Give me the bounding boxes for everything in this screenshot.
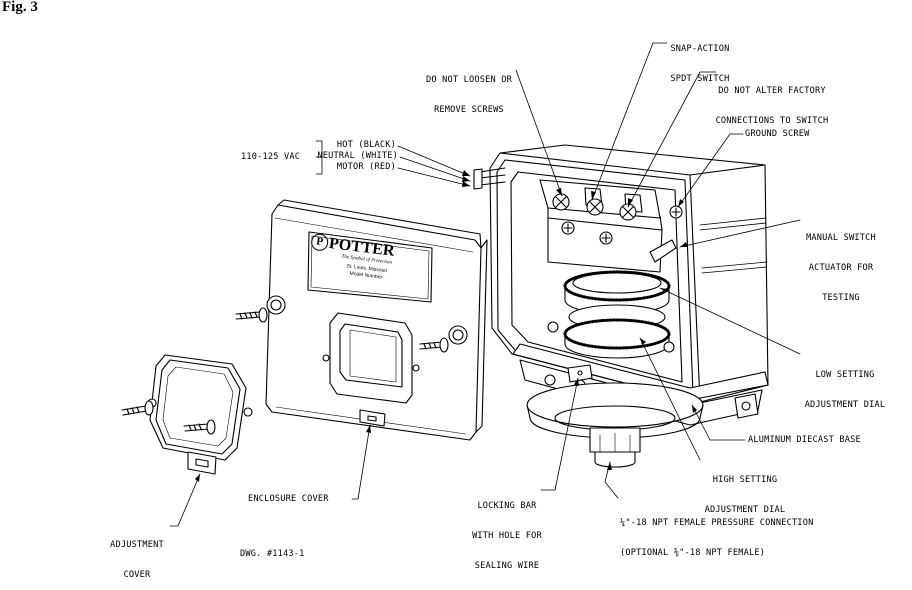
callout-pressure-connection: ¼"-18 NPT FEMALE PRESSURE CONNECTION (OP…: [620, 498, 813, 568]
callout-line: LOCKING BAR: [477, 501, 537, 511]
enclosure-cover: [235, 199, 488, 441]
adjustment-window: [329, 312, 413, 404]
leader-arrowheads: [195, 170, 697, 482]
cover-screw-boss-right: [448, 325, 468, 345]
voltage-label: 110-125 VAC: [241, 152, 301, 162]
callout-line: SEALING WIRE: [474, 561, 540, 571]
switch-housing: [473, 144, 769, 468]
callout-line: ACTUATOR FOR: [808, 263, 874, 273]
callout-high-setting: HIGH SETTING ADJUSTMENT DIAL: [700, 455, 790, 525]
callout-line: ADJUSTMENT DIAL: [704, 505, 786, 515]
callout-line: DO NOT ALTER FACTORY: [718, 86, 826, 96]
callout-manual-switch: MANUAL SWITCH ACTUATOR FOR TESTING: [800, 213, 882, 313]
cover-locking-tab: [359, 409, 386, 427]
callout-line: ¼"-18 NPT FEMALE PRESSURE CONNECTION: [620, 518, 814, 528]
callout-do-not-loosen: DO NOT LOOSEN OR REMOVE SCREWS: [414, 55, 524, 125]
adjustment-cover-screw-left: [121, 400, 154, 416]
callout-ground-screw: GROUND SCREW: [745, 129, 810, 139]
callout-snap-action-switch: SNAP-ACTION SPDT SWITCH: [660, 24, 740, 94]
callout-line: DO NOT LOOSEN OR: [426, 75, 512, 85]
callout-line: COVER: [123, 570, 151, 580]
callout-enclosure-cover: ENCLOSURE COVER: [248, 494, 329, 504]
callout-line: WITH HOLE FOR: [472, 531, 542, 541]
ground-screw: [669, 205, 683, 219]
callout-line: ADJUSTMENT DIAL: [804, 400, 886, 410]
callout-line: HIGH SETTING: [712, 475, 778, 485]
wire-neutral-label: NEUTRAL (WHITE): [317, 151, 398, 161]
terminal-screws: [552, 193, 637, 245]
wire-hot-label: HOT (BLACK): [336, 140, 396, 150]
callout-line: (OPTIONAL ⅜"-18 NPT FEMALE): [620, 548, 766, 558]
pressure-connection-fitting: [589, 427, 641, 468]
callout-low-setting: LOW SETTING ADJUSTMENT DIAL: [800, 350, 890, 420]
callout-line: REMOVE SCREWS: [434, 105, 504, 115]
callout-adjustment-cover: ADJUSTMENT COVER: [104, 520, 170, 590]
callout-line: ADJUSTMENT: [110, 540, 164, 550]
exploded-view-drawing: [121, 42, 801, 527]
pressure-switch-diagram: Fig. 3 110-125 VAC HOT (BLACK) NEUTRAL (…: [2, 0, 890, 580]
nameplate: [307, 231, 433, 303]
cover-screw-left: [235, 307, 268, 323]
cover-screw-right: [419, 337, 449, 353]
callout-line: MANUAL SWITCH: [806, 233, 876, 243]
switch-bracket: [547, 217, 663, 273]
cover-screw-boss-left: [266, 295, 286, 315]
callout-line: LOW SETTING: [815, 370, 875, 380]
adjustment-cover-screw-center: [183, 419, 216, 435]
callout-line: SNAP-ACTION: [670, 44, 730, 54]
callout-do-not-alter: DO NOT ALTER FACTORY CONNECTIONS TO SWIT…: [712, 66, 832, 136]
drawing-number: DWG. #1143-1: [240, 549, 305, 559]
manual-actuator: [649, 239, 677, 263]
callout-line: CONNECTIONS TO SWITCH: [715, 116, 829, 126]
wire-motor-label: MOTOR (RED): [336, 162, 396, 172]
locking-bar: [567, 364, 593, 383]
callout-aluminum-base: ALUMINUM DIECAST BASE: [748, 435, 861, 445]
adjustment-cover: [121, 354, 253, 475]
callout-line: SPDT SWITCH: [670, 74, 730, 84]
figure-label: Fig. 3: [2, 0, 38, 15]
callout-line: TESTING: [822, 293, 860, 303]
callout-locking-bar: LOCKING BAR WITH HOLE FOR SEALING WIRE: [470, 481, 544, 581]
